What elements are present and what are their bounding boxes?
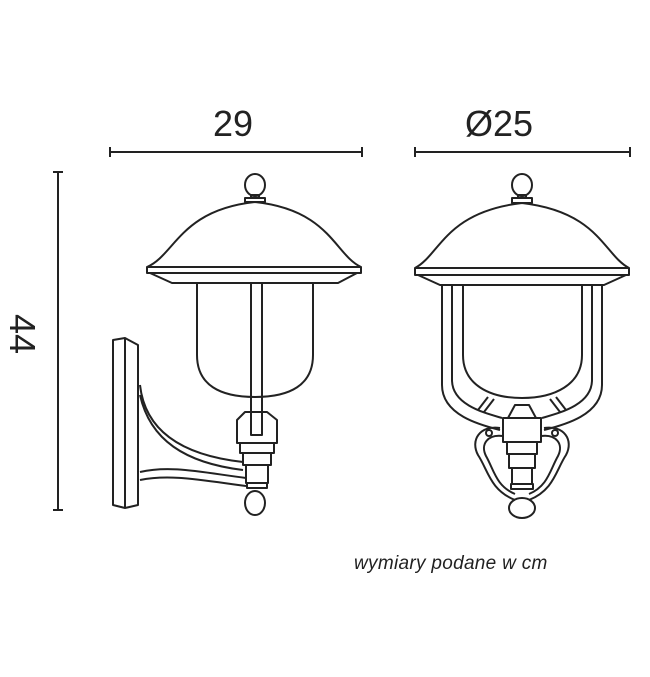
diameter-dimension-line [414,147,631,157]
lamp-front-view [414,173,630,519]
units-caption: wymiary podane w cm [354,553,548,574]
width-dimension-line [109,147,363,157]
lamp-side-view [112,173,362,516]
height-dimension-line [53,171,63,511]
width-label: 29 [213,103,254,144]
height-label: 44 [2,313,44,355]
diameter-label: Ø25 [465,103,534,144]
